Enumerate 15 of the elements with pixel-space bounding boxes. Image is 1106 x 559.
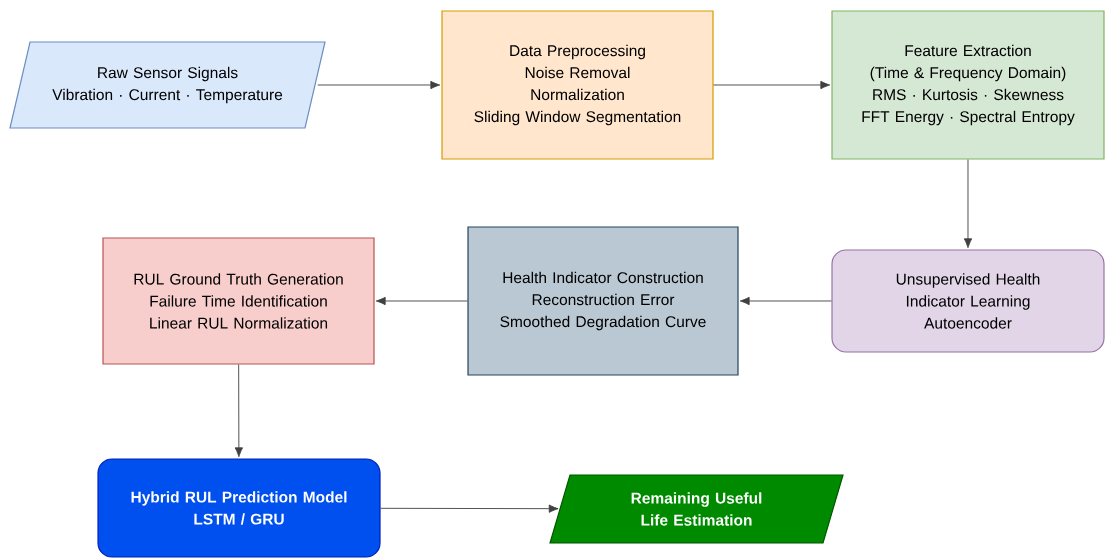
process-box: Hybrid RUL Prediction Model LSTM / GRU [97,458,381,558]
process-box: RUL Ground Truth Generation Failure Time Identification Linear RUL Normalization [102,237,375,365]
arrow [380,504,559,513]
process-box: Unsupervised Health Indicator Learning Autoencoder [831,249,1105,353]
arrow [739,296,832,306]
process-box: Data Preprocessing Noise Removal Normalization Sliding Window Segmentation [441,10,714,160]
arrow [317,80,441,90]
arrow [963,159,973,249]
arrow [375,296,468,306]
process-box: Feature Extraction (Time & Frequency Domain) RMS · Kurtosis · Skewness FFT Energy · Spectral Entropy [831,10,1105,160]
arrow [713,80,831,90]
input-parallelogram: Raw Sensor Signals Vibration · Current · Temperature [9,41,326,129]
process-box: Health Indicator Construction Reconstruction Error Smoothed Degradation Curve [467,226,739,376]
output-parallelogram: Remaining Useful Life Estimation [549,474,844,544]
arrow [234,364,243,458]
